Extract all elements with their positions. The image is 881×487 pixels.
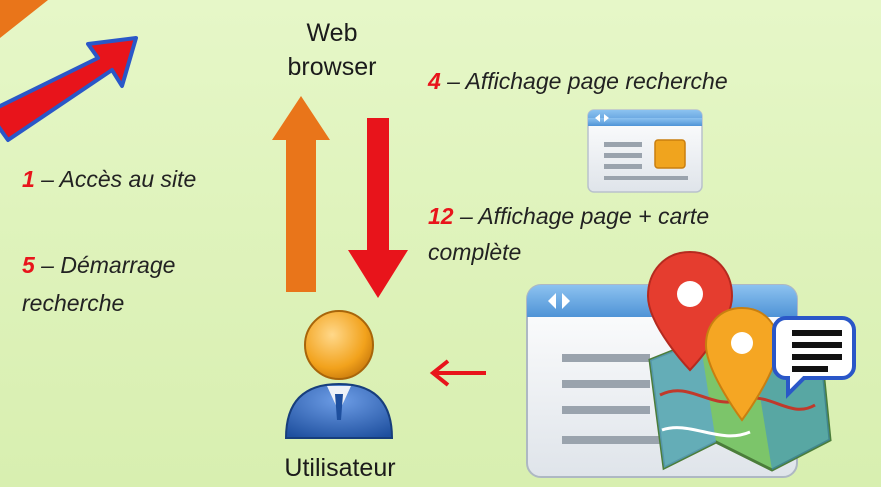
speech-bubble-icon (772, 316, 856, 399)
step-12-text: – Affichage page + carte (453, 203, 710, 229)
red-left-arrow (429, 359, 486, 387)
step-4-number: 4 (428, 68, 441, 94)
step-5-number: 5 (22, 252, 35, 278)
step-12-label: 12 – Affichage page + carte complète (428, 201, 709, 267)
step-5-label: 5 – Démarrage recherche (22, 250, 175, 318)
web-browser-line2: browser (287, 53, 377, 81)
page-layout-icon (587, 109, 703, 193)
red-down-arrow (348, 118, 408, 298)
orange-up-arrow (272, 96, 330, 292)
orange-corner-shape (0, 0, 48, 38)
user-label: Utilisateur (284, 454, 396, 482)
web-browser-label: Web browser (262, 18, 402, 82)
web-browser-line1: Web (306, 19, 358, 47)
step-1-label: 1 – Accès au site (22, 164, 196, 194)
step-5-text: – Démarrage (34, 252, 176, 278)
user-avatar-icon (284, 310, 394, 439)
red-diagonal-arrow (0, 36, 138, 142)
step-12-number: 12 (428, 203, 454, 229)
step-5-text-line2: recherche (22, 290, 125, 316)
step-4-text: – Affichage page recherche (440, 68, 728, 94)
step-1-number: 1 (22, 166, 35, 192)
step-4-label: 4 – Affichage page recherche (428, 66, 728, 96)
step-1-text: – Accès au site (34, 166, 197, 192)
step-12-text-line2: complète (428, 239, 522, 265)
